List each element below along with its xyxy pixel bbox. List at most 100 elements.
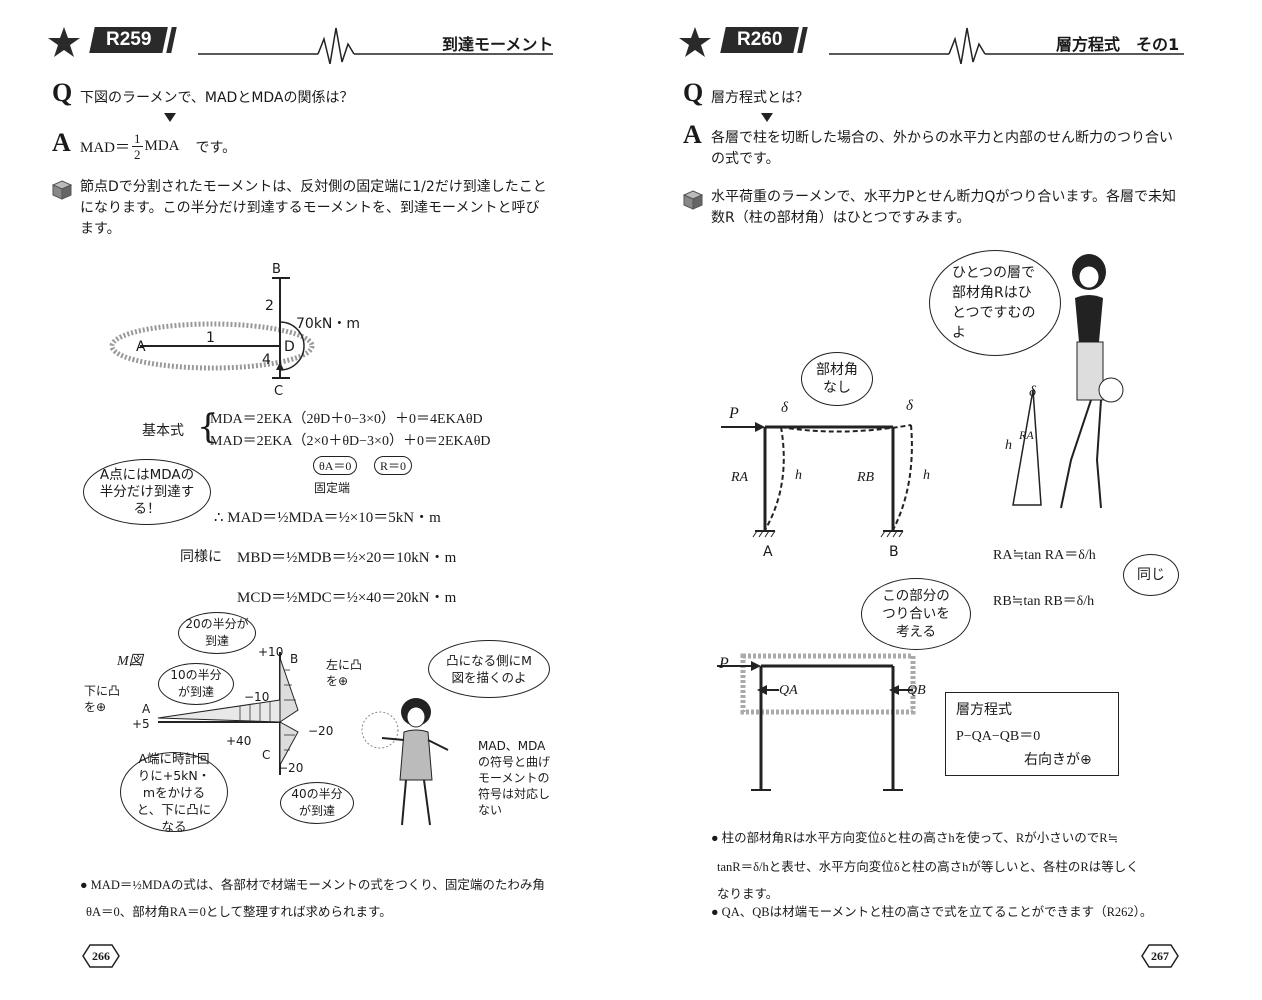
answer-formula: MAD＝ 1 2 MDA です。 (80, 131, 236, 162)
node-a-label: A (136, 339, 146, 355)
right-header-graphic (679, 27, 1184, 64)
node-c-label: C (274, 384, 284, 399)
moment-value: 70kN・m (296, 316, 361, 332)
support-b: B (889, 544, 899, 560)
note-line-4: ● QA、QBは材端モーメントと柱の高さで式を立てることができます（R262）。 (711, 905, 1153, 919)
rb-label: RB (857, 470, 875, 485)
bubble-one-layer: ひとつの層で部材角Rはひとつですむのよ (929, 250, 1061, 356)
star-icon (48, 27, 80, 57)
bubble-same: 同じ (1123, 554, 1179, 596)
calc-3: MCD＝½MDC＝½×40＝20kN・m (237, 590, 457, 606)
label-c: C (262, 748, 271, 762)
fixed-end-label: 固定端 (314, 481, 351, 495)
star-icon (679, 27, 711, 57)
tri-ra: RA (1019, 428, 1034, 442)
bubble-no-angle: 部材角なし (801, 352, 873, 406)
delta-right: δ (906, 398, 913, 414)
theta-note: θA＝0 (313, 456, 358, 475)
bubble-20-half: 20の半分が到達 (178, 612, 256, 654)
calc-2: MBD＝½MDB＝½×20＝10kN・m (237, 550, 457, 566)
characters-illustration-icon (1012, 254, 1124, 509)
answer-text: 各層で柱を切断した場合の、外からの水平力と内部のせん断力のつり合いの式です。 (711, 130, 1173, 167)
stiffness-1: 1 (206, 330, 215, 346)
question-text: 下図のラーメンで、MADとMDAの関係は？ (80, 90, 354, 106)
bubble-this-part: この部分のつり合いを考える (861, 578, 971, 650)
explanation-text: 節点Dで分割されたモーメントは、反対側の固定端に1/2だけ到達したことになります… (80, 179, 547, 237)
answer-label: A (52, 128, 71, 157)
value-minus20-bottom: −20 (278, 761, 304, 775)
r-note: R＝0 (374, 456, 413, 475)
note-line-2: θA＝0、部材角RA＝0として整理すれば求められます。 (86, 905, 392, 919)
section-title: 到達モーメント (442, 35, 554, 54)
equation-ra: RA≒tan RA＝δ/h (993, 548, 1096, 563)
answer-label: A (683, 120, 702, 149)
shear-qa: QA (779, 683, 798, 698)
answer-tail: です。 (195, 139, 237, 156)
arrow-down-icon (761, 113, 773, 122)
explanation-text: 水平荷重のラーメンで、水平力Pとせん断力Qがつり合います。各層で未知数R（柱の部… (711, 189, 1176, 226)
left-page: R259 到達モーメント Q 下図のラーメンで、MADとMDAの関係は？ A M… (48, 27, 554, 968)
box-title: 層方程式 (956, 702, 1012, 718)
force-p2: P (719, 655, 729, 672)
arrow-down-icon (164, 113, 176, 122)
answer-fraction: 1 2 (132, 131, 143, 162)
sway-frame (721, 422, 913, 538)
h-right: h (923, 468, 930, 483)
force-p: P (729, 405, 739, 422)
note-line-1: ● MAD＝½MDAの式は、各部材で材端モーメントの式をつくり、固定端のたわみ角 (80, 878, 545, 892)
bubble-convex-side: 凸になる側にM図を描くのよ (428, 640, 550, 698)
section-code: R260 (720, 27, 800, 53)
cube-icon (683, 190, 703, 210)
box-sign-note: 右向きが⊕ (1024, 752, 1092, 768)
question-label: Q (683, 78, 704, 107)
left-convex-note: 左に凸を⊕ (326, 658, 363, 688)
calc-1: ∴ MAD＝½MDA＝½×10＝5kN・m (214, 510, 441, 526)
page-number: 267 (1141, 944, 1179, 968)
question-text: 層方程式とは？ (711, 90, 809, 106)
answer-lhs: MAD＝ (80, 140, 131, 156)
note-line-2: tanR＝δ/hと表せ、水平方向変位δと柱の高さhが等しいと、各柱のRは等しく (717, 860, 1139, 874)
support-a: A (763, 544, 773, 560)
value-minus20-right: −20 (308, 724, 334, 738)
character-illustration-icon (361, 698, 449, 826)
tri-delta: δ (1029, 384, 1036, 400)
sign-note: MAD、MDAの符号と曲げモーメントの符号は対応しない (478, 739, 551, 817)
answer-rhs: MDA (144, 138, 180, 154)
value-plus40: +40 (226, 734, 252, 748)
equation-2: MAD＝2EKA（2×0＋θD−3×0）＋0＝2EKAθD (210, 434, 491, 449)
h-left: h (795, 468, 802, 483)
m-diagram-title: M図 (117, 654, 143, 669)
bubble-40-half: 40の半分が到達 (280, 782, 354, 824)
question-label: Q (52, 78, 73, 107)
left-header-graphic (48, 27, 553, 64)
bubble-10-half: 10の半分が到達 (158, 663, 234, 705)
tri-h: h (1005, 438, 1012, 453)
cube-icon (52, 180, 72, 200)
brace: { (197, 407, 219, 447)
story-equation-box: 層方程式 P−QA−QB＝0 右向きが⊕ (945, 692, 1119, 776)
equation-1: MDA＝2EKA（2θD＋0−3×0）＋0＝4EKAθD (210, 412, 483, 427)
ra-label: RA (731, 470, 749, 485)
box-equation: P−QA−QB＝0 (956, 729, 1041, 744)
section-code: R259 (89, 27, 169, 53)
shear-qb: QB (907, 683, 926, 698)
equation-rb: RB≒tan RB＝δ/h (993, 594, 1095, 609)
moment-diagram (157, 652, 299, 775)
stiffness-2: 2 (265, 298, 274, 314)
frame-figure (109, 277, 315, 379)
section-title: 層方程式 その1 (1056, 35, 1180, 54)
delta-left: δ (781, 400, 788, 416)
value-plus10: +10 (258, 645, 284, 659)
story-equilibrium-frame (717, 653, 916, 791)
value-plus5: +5 (132, 717, 150, 731)
bubble-a-end: A端に時計回りに+5kN・mをかけると、下に凸になる (120, 751, 228, 834)
node-d-label: D (284, 339, 295, 355)
right-page: R260 層方程式 その1 Q 層方程式とは？ A 各層で柱を切断した場合の、外… (631, 0, 1262, 1000)
calc-2-label: 同様に (180, 549, 222, 565)
stiffness-4: 4 (262, 352, 271, 368)
page-number: 266 (82, 944, 120, 968)
down-convex-note: 下に凸を⊕ (84, 684, 121, 714)
value-minus10: −10 (244, 690, 270, 704)
note-line-3: なります。 (717, 887, 779, 901)
label-a: A (142, 702, 151, 716)
